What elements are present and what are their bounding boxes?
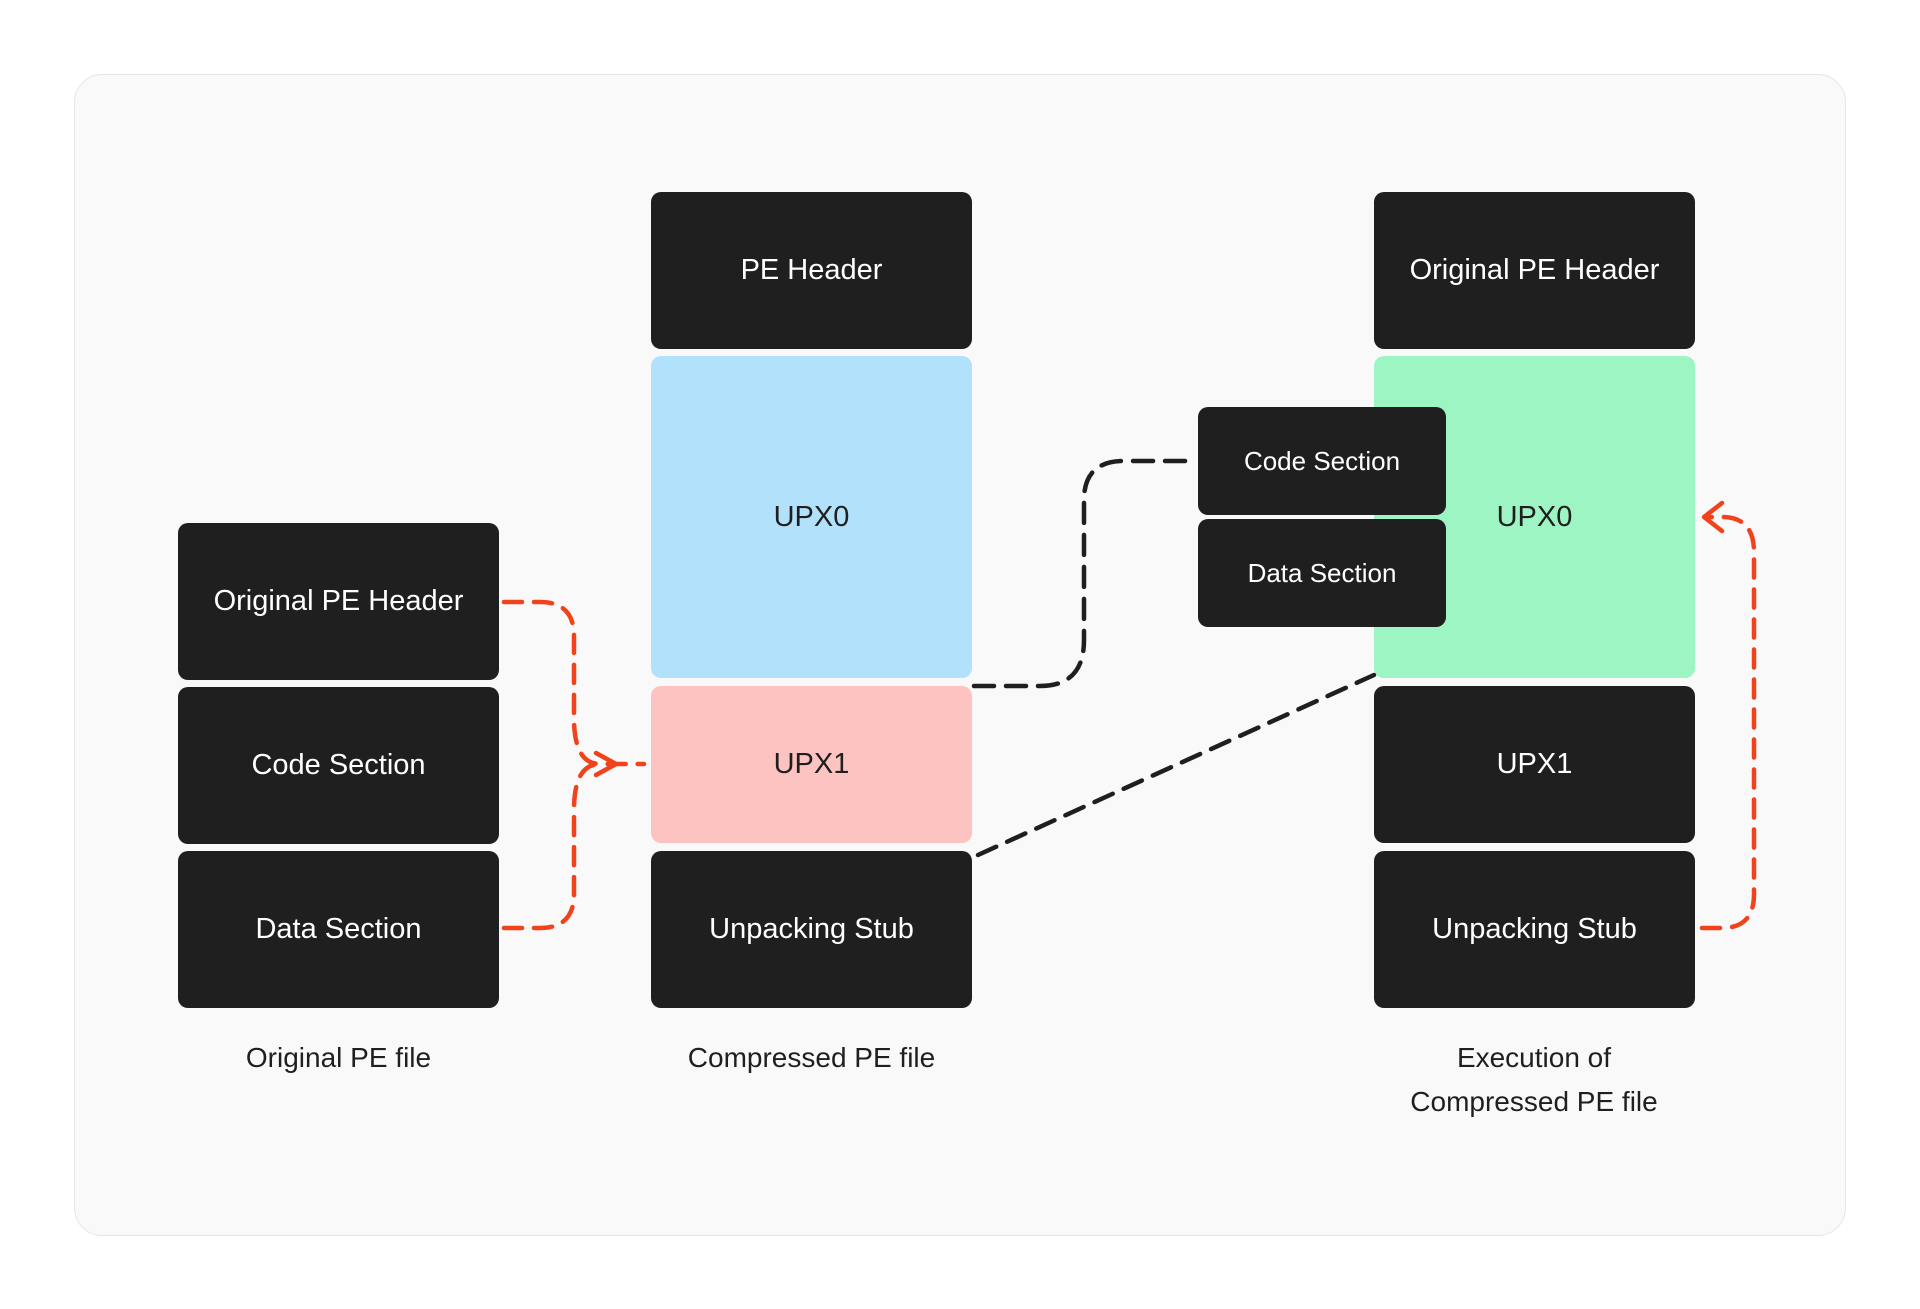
execution-caption-line1: Execution of (1456, 1042, 1612, 1073)
compressed-upx0-block: UPX0 (651, 356, 972, 678)
original-code-section-block: Code Section (178, 687, 499, 844)
execution-caption: Execution of Compressed PE file (1334, 1036, 1734, 1124)
execution-upx1-block: UPX1 (1374, 686, 1695, 843)
compressed-unpacking-stub-block: Unpacking Stub (651, 851, 972, 1008)
compressed-pe-header-block: PE Header (651, 192, 972, 349)
compressed-pe-caption: Compressed PE file (687, 1042, 936, 1073)
original-pe-header-block: Original PE Header (178, 523, 499, 680)
original-pe-caption: Original PE file (245, 1042, 432, 1073)
execution-data-section-block: Data Section (1198, 519, 1446, 627)
execution-code-section-block: Code Section (1198, 407, 1446, 515)
compressed-upx1-block: UPX1 (651, 686, 972, 843)
execution-original-pe-header-block: Original PE Header (1374, 192, 1695, 349)
original-data-section-block: Data Section (178, 851, 499, 1008)
execution-unpacking-stub-block: Unpacking Stub (1374, 851, 1695, 1008)
execution-caption-line2: Compressed PE file (1410, 1086, 1658, 1117)
execution-upx0-block: UPX0 (1374, 356, 1695, 678)
